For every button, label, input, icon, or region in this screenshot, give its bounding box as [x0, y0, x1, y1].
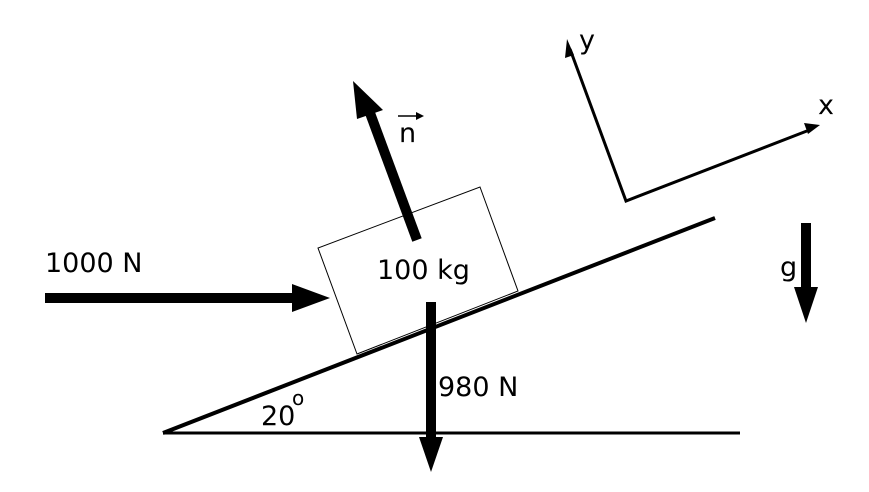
incline-line: [162, 216, 716, 435]
weight-label: 980 N: [438, 372, 518, 403]
gravity-label: g: [780, 252, 797, 283]
applied-force-arrow: [45, 284, 330, 312]
vector-arrow-icon: [398, 112, 424, 120]
axis-lines: [568, 48, 813, 203]
normal-vector-label: n: [399, 118, 416, 149]
block: [317, 186, 519, 355]
mass-label: 100 kg: [377, 255, 470, 286]
gravity-arrow: [794, 223, 818, 323]
angle-label: 20: [261, 401, 295, 432]
x-axis-arrowhead: [804, 123, 820, 134]
angle-degree-mark: o: [292, 386, 304, 410]
axis-y-label: y: [579, 25, 595, 56]
y-axis-arrowhead: [565, 39, 574, 58]
applied-force-label: 1000 N: [45, 248, 143, 279]
coordinate-axes: [565, 39, 820, 203]
weight-arrow: [419, 302, 443, 472]
normal-force-arrow: [353, 81, 422, 242]
axis-x-label: x: [818, 90, 834, 121]
